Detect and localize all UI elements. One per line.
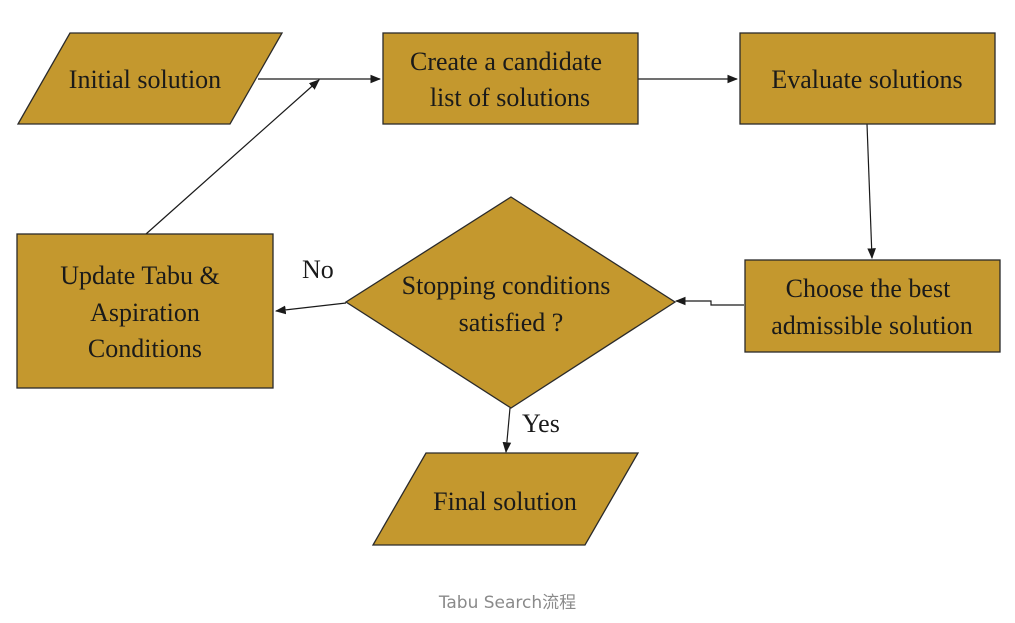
node-create-candidate-label-line2: list of solutions xyxy=(430,83,590,112)
node-evaluate-solutions-label: Evaluate solutions xyxy=(771,65,962,94)
node-create-candidate-list: Create a candidate list of solutions xyxy=(382,32,639,125)
figure-caption: Tabu Search流程 xyxy=(438,593,577,613)
edge-stopping-to-update xyxy=(274,302,347,315)
node-create-candidate-label-line1: Create a candidate xyxy=(410,47,602,76)
node-update-label-line2: Aspiration xyxy=(90,298,200,327)
edge-stopping-to-final xyxy=(502,407,512,454)
node-update-label-line3: Conditions xyxy=(88,334,202,363)
node-stopping-conditions-decision: Stopping conditions satisfied ? xyxy=(344,196,677,409)
node-evaluate-solutions: Evaluate solutions xyxy=(739,32,996,125)
edge-label-no: No xyxy=(302,255,334,284)
node-stopping-label-line1: Stopping conditions xyxy=(402,271,611,300)
edge-label-yes: Yes xyxy=(522,409,560,438)
node-update-tabu-aspiration: Update Tabu & Aspiration Conditions xyxy=(16,233,274,389)
node-stopping-label-line2: satisfied ? xyxy=(459,308,564,337)
node-initial-solution-label: Initial solution xyxy=(69,65,221,94)
node-final-solution-label: Final solution xyxy=(433,487,577,516)
node-choose-best-label-line1: Choose the best xyxy=(786,274,951,303)
node-choose-best-admissible: Choose the best admissible solution xyxy=(744,259,1001,353)
edge-choose-to-stopping xyxy=(674,296,744,306)
edge-evaluate-to-choose xyxy=(866,123,876,260)
edge-update-to-loop xyxy=(145,79,320,235)
node-initial-solution: Initial solution xyxy=(16,32,284,125)
node-update-label-line1: Update Tabu & xyxy=(60,261,219,290)
node-final-solution: Final solution xyxy=(371,452,640,546)
node-choose-best-label-line2: admissible solution xyxy=(771,311,973,340)
